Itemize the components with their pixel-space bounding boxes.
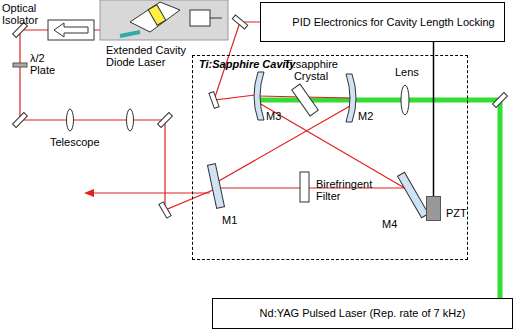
pzt-actuator: PZT xyxy=(426,196,441,221)
pump-beam xyxy=(258,100,500,298)
control-wire xyxy=(433,42,434,196)
part-label: Optical Isolator xyxy=(2,2,48,26)
isolator-arrow xyxy=(54,23,88,37)
mirror-label: M4 xyxy=(382,218,404,230)
lens xyxy=(127,109,134,131)
box-label: PID Electronics for Cavity Length Lockin… xyxy=(292,16,494,29)
birefringent-filter xyxy=(300,172,309,202)
flat-mirror xyxy=(398,172,429,218)
ecdl-mount xyxy=(130,2,180,32)
box-label: Nd:YAG Pulsed Laser (Rep. rate of 7 kHz) xyxy=(260,307,466,320)
part-label: Extended Cavity Diode Laser xyxy=(106,44,206,68)
lens xyxy=(67,109,74,131)
laser-diode xyxy=(190,10,210,26)
curved-mirror xyxy=(254,72,264,120)
mirror-label: M2 xyxy=(358,110,380,122)
optical-isolator xyxy=(48,20,94,40)
part-label: Lens xyxy=(395,66,435,78)
part-label: Telescope xyxy=(50,136,120,148)
output-arrowhead xyxy=(84,189,94,197)
ecdl-housing xyxy=(100,0,228,40)
waveplate xyxy=(13,63,27,67)
lens xyxy=(401,85,409,115)
curved-mirror xyxy=(346,74,356,122)
ti-sapphire-crystal xyxy=(292,84,319,116)
part-label: λ/2 Plate xyxy=(30,52,66,76)
output-coupler xyxy=(208,164,225,209)
box-label: PZT xyxy=(446,207,467,220)
cavity-region: Ti:Sapphire CavityPZT xyxy=(192,55,468,260)
steering-mirrors xyxy=(13,15,508,218)
diode-leads xyxy=(210,18,222,19)
equipment-box: Nd:YAG Pulsed Laser (Rep. rate of 7 kHz) xyxy=(212,298,513,329)
grating xyxy=(148,5,166,26)
mirror-label: M3 xyxy=(266,110,288,122)
part-label: Birefringent Filter xyxy=(316,178,380,202)
equipment-box: PID Electronics for Cavity Length Lockin… xyxy=(260,2,505,42)
part-label: Ti:sapphire Crystal xyxy=(276,58,346,82)
mirror-label: M1 xyxy=(222,214,244,226)
laser-beams xyxy=(20,22,408,210)
ecdl-lens xyxy=(120,32,140,36)
